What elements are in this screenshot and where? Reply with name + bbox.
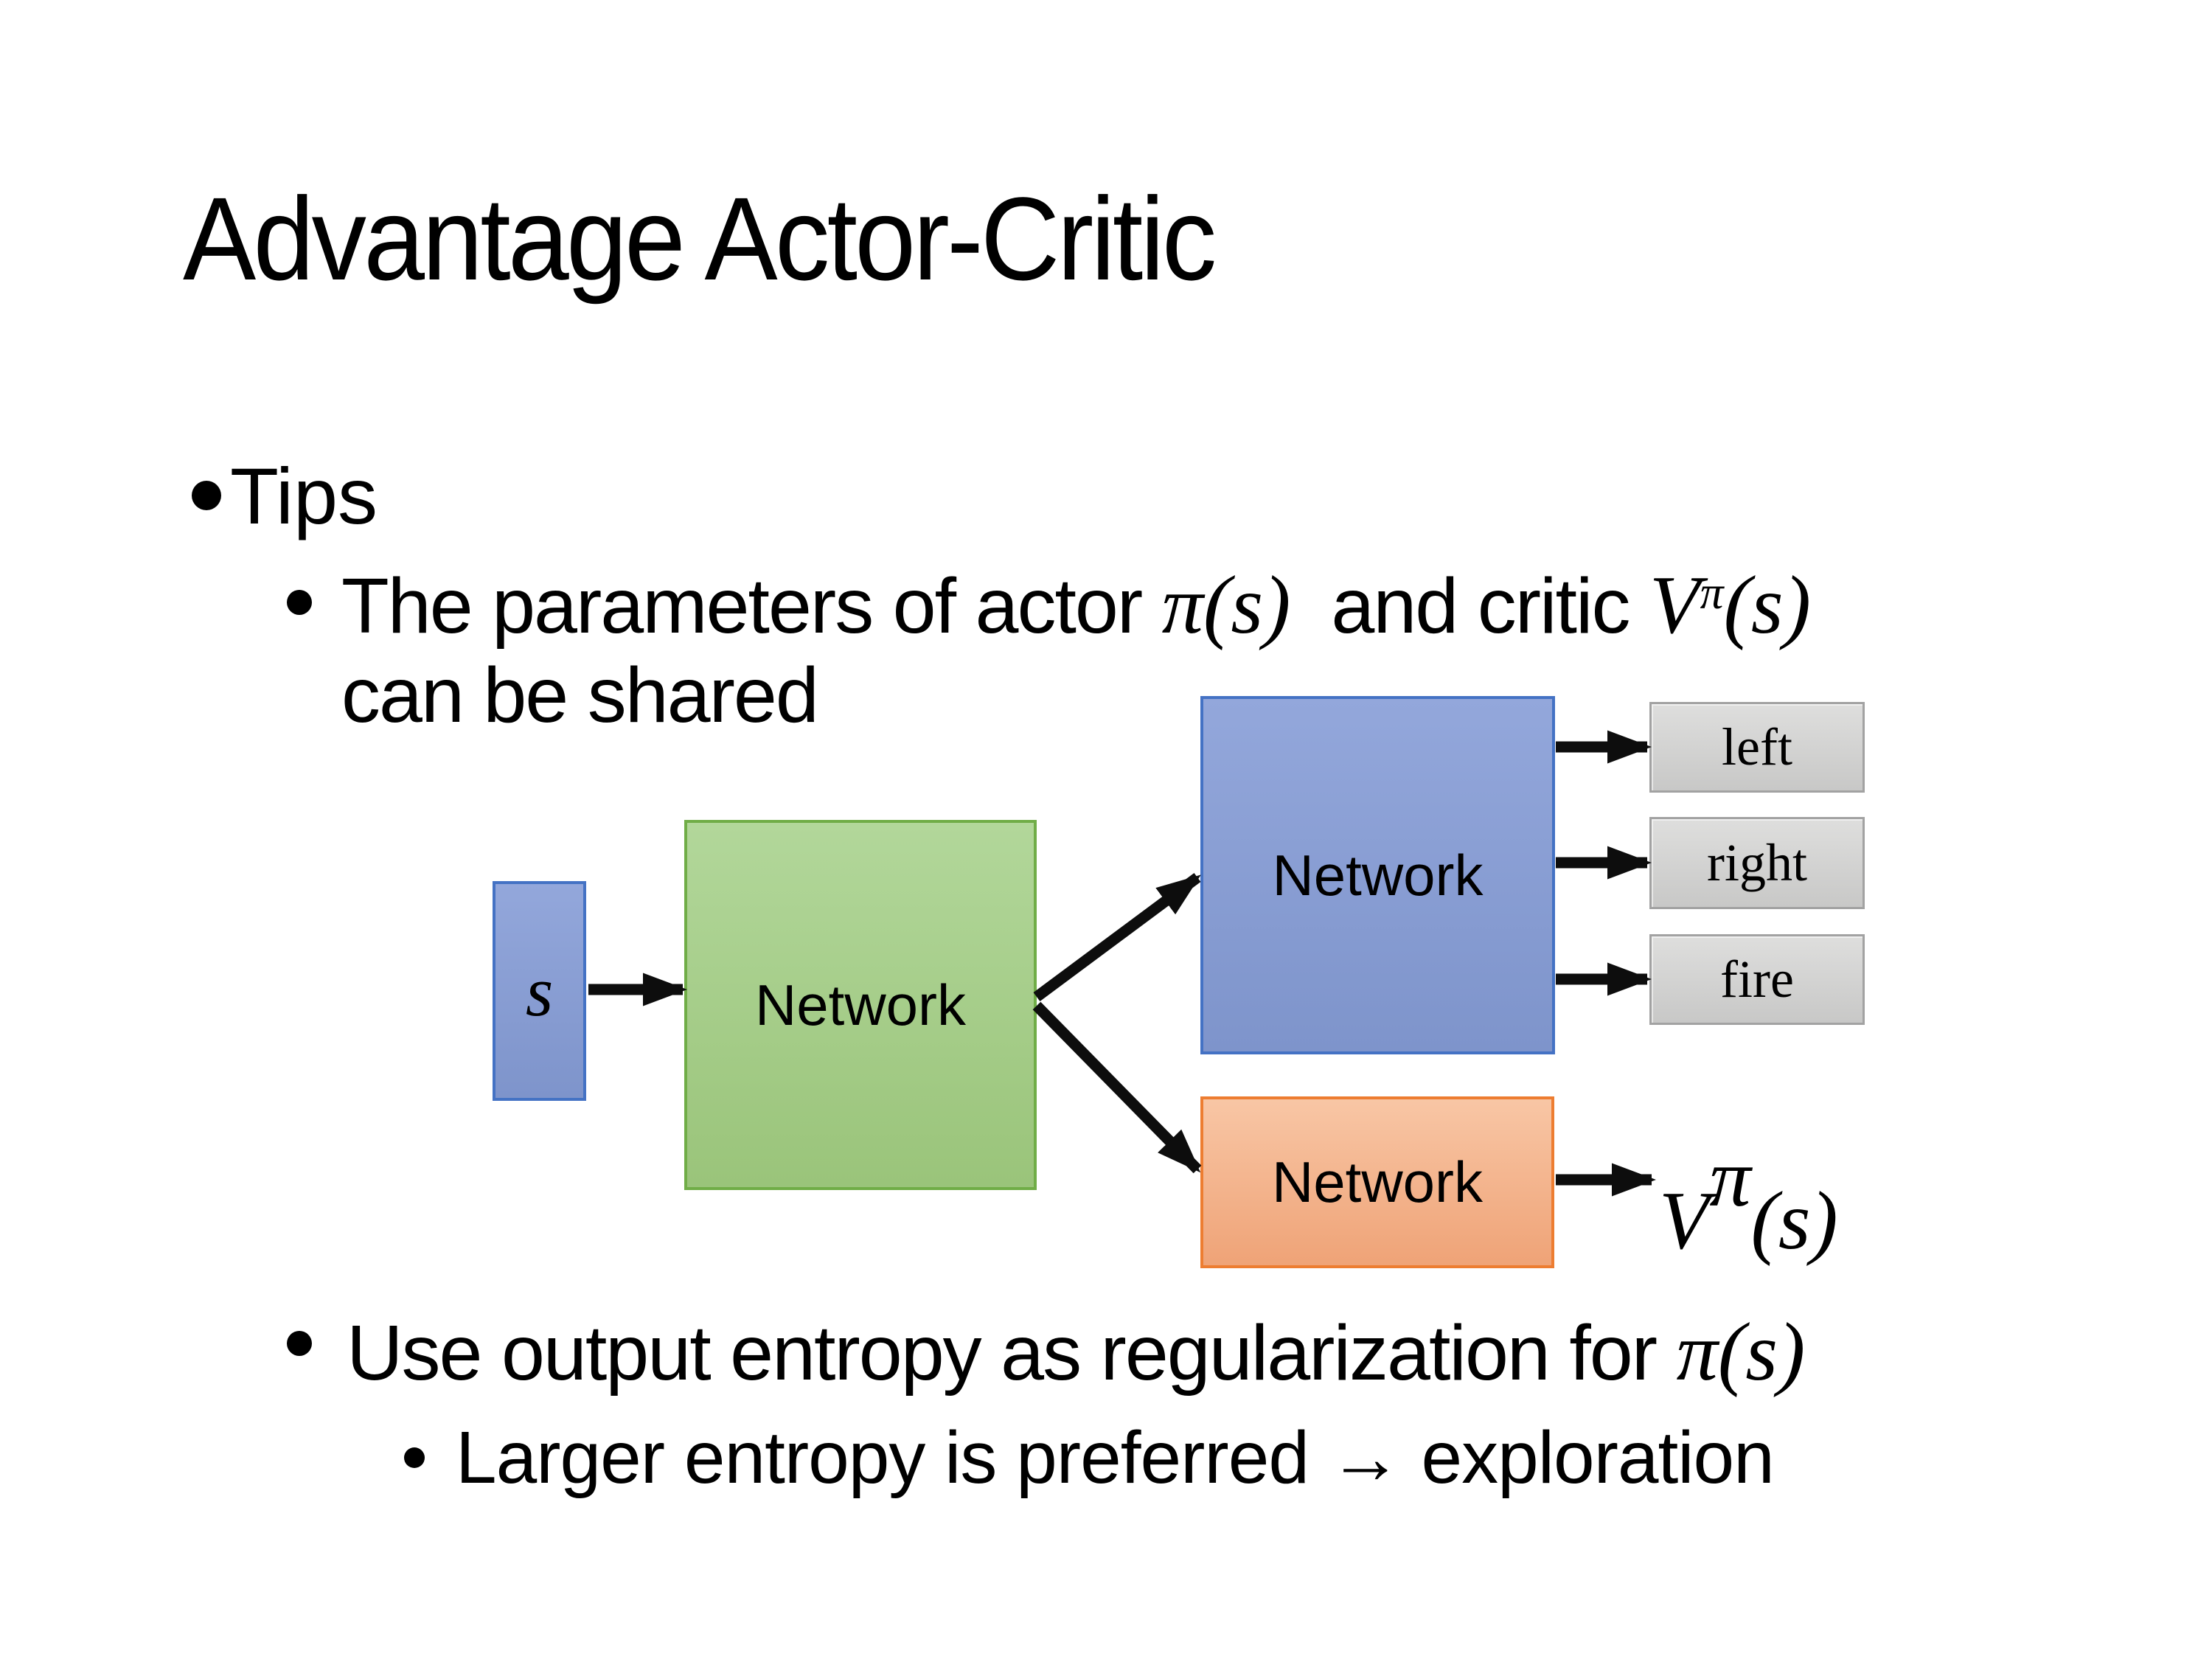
bullet-entropy-regularization: Use output entropy as regularization for… (347, 1311, 1805, 1394)
critic-output-base: V (1659, 1175, 1710, 1267)
action-box-right: right (1649, 817, 1865, 909)
critic-output-args: (s) (1750, 1175, 1838, 1267)
critic-network-label: Network (1271, 1150, 1484, 1214)
critic-network-box: Network (1200, 1096, 1554, 1268)
state-input-label: s (525, 951, 554, 1031)
action-label-right: right (1707, 833, 1807, 892)
critic-output-label: Vπ(s) (1659, 1137, 1838, 1262)
actor-network-box: Network (1200, 696, 1555, 1054)
action-box-fire: fire (1649, 934, 1865, 1025)
bullet-dot-level2-parameters (287, 590, 312, 615)
math-v-args: (s) (1723, 560, 1812, 651)
bullet-dot-level2-entropy (287, 1331, 312, 1356)
math-v-base: V (1649, 560, 1700, 651)
math-pi-s: π(s) (1161, 560, 1291, 651)
action-label-left: left (1722, 717, 1792, 776)
slide-title: Advantage Actor-Critic (183, 173, 1217, 305)
arrow-shared-to-actor (1033, 872, 1201, 1002)
bullet-larger-entropy: Larger entropy is preferred → exploratio… (456, 1416, 1775, 1499)
actor-network-label: Network (1272, 842, 1484, 908)
bullet-parameters-line2: can be shared (341, 652, 819, 739)
action-label-fire: fire (1720, 950, 1794, 1009)
text-parameters-prefix: The parameters of actor (341, 563, 1162, 650)
shared-network-label: Network (754, 972, 967, 1037)
bullet-dot-level3 (404, 1447, 425, 1468)
state-input-box: s (493, 881, 586, 1101)
math-v-sup-pi: π (1700, 566, 1724, 619)
action-box-left: left (1649, 702, 1865, 793)
critic-output-sup: π (1709, 1133, 1751, 1224)
text-entropy-prefix: Use output entropy as regularization for (347, 1310, 1677, 1397)
shared-network-box: Network (684, 820, 1037, 1190)
text-and-critic: and critic (1290, 563, 1649, 650)
math-pi-s-2: π(s) (1676, 1307, 1806, 1398)
bullet-dot-level1 (192, 481, 221, 510)
arrow-shared-to-critic (1032, 1001, 1202, 1174)
bullet-parameters-line1: The parameters of actor π(s) and critic … (341, 564, 1811, 647)
bullet-tips: Tips (230, 451, 378, 540)
